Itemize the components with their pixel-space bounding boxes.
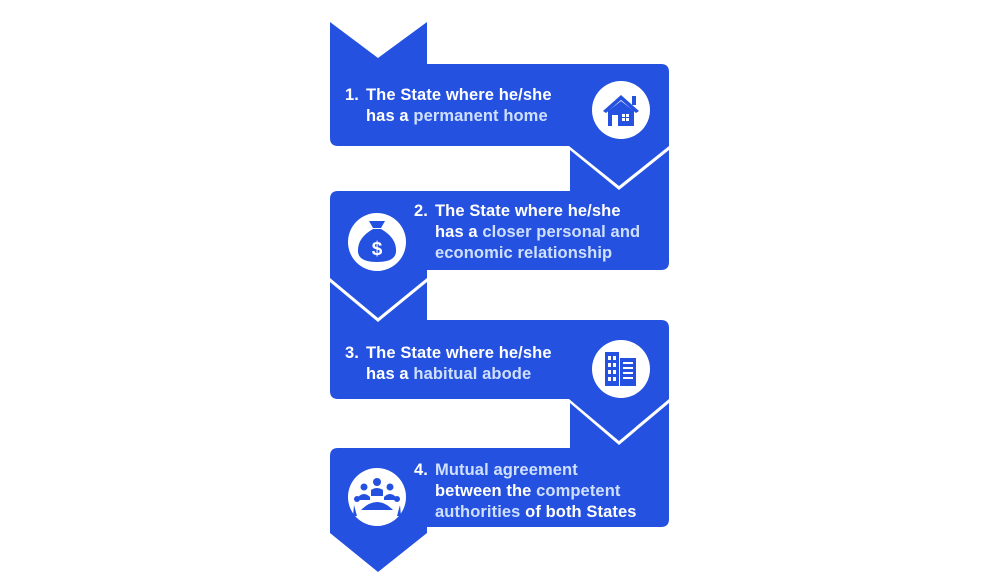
step-line: economic relationship: [414, 243, 640, 264]
ribbon-segment-4: [330, 403, 669, 572]
step-1-text: 1. The State where he/she has a permanent …: [345, 85, 552, 127]
step-number: 3.: [345, 344, 359, 362]
step-text-segment: The State where he/she: [366, 86, 552, 104]
step-text-segment: has a: [366, 107, 414, 125]
step-line: has a closer personal and: [414, 222, 640, 243]
step-text-segment: The State where he/she: [435, 202, 621, 220]
meeting-icon: [348, 468, 406, 526]
step-line: has a habitual abode: [345, 364, 552, 385]
step-text-segment: The State where he/she: [366, 344, 552, 362]
step-text-segment: of both States: [520, 503, 637, 521]
step-line: between the competent: [414, 481, 637, 502]
svg-text:$: $: [372, 239, 383, 260]
step-line: 1. The State where he/she: [345, 85, 552, 106]
zigzag-ribbon: [330, 22, 669, 186]
step-line: authorities of both States: [414, 502, 637, 523]
step-line: has a permanent home: [345, 106, 552, 127]
house-icon: [592, 81, 650, 139]
step-text-segment: has a: [435, 223, 483, 241]
step-text-segment: has a: [366, 365, 414, 383]
step-text-segment: between the: [435, 482, 537, 500]
highlighted-text: habitual abode: [413, 365, 532, 383]
highlighted-text: Mutual agreement: [435, 461, 578, 479]
step-2-text: 2. The State where he/she has a closer per…: [414, 201, 640, 264]
building-icon: [592, 340, 650, 398]
highlighted-text: authorities: [435, 503, 521, 521]
step-number: 4.: [414, 461, 428, 479]
ribbon-segment-2: [330, 150, 669, 318]
highlighted-text: closer personal and: [482, 223, 641, 241]
highlighted-text: permanent home: [413, 107, 548, 125]
step-3-text: 3. The State where he/she has a habitual a…: [345, 343, 552, 385]
highlighted-text: competent: [536, 482, 621, 500]
step-number: 2.: [414, 202, 428, 220]
step-line: 4. Mutual agreement: [414, 460, 637, 481]
ribbon-segment-3: [330, 282, 669, 441]
step-line: 3. The State where he/she: [345, 343, 552, 364]
step-line: 2. The State where he/she: [414, 201, 640, 222]
step-number: 1.: [345, 86, 359, 104]
money-bag-icon: $: [348, 213, 406, 271]
highlighted-text: economic relationship: [435, 244, 613, 262]
